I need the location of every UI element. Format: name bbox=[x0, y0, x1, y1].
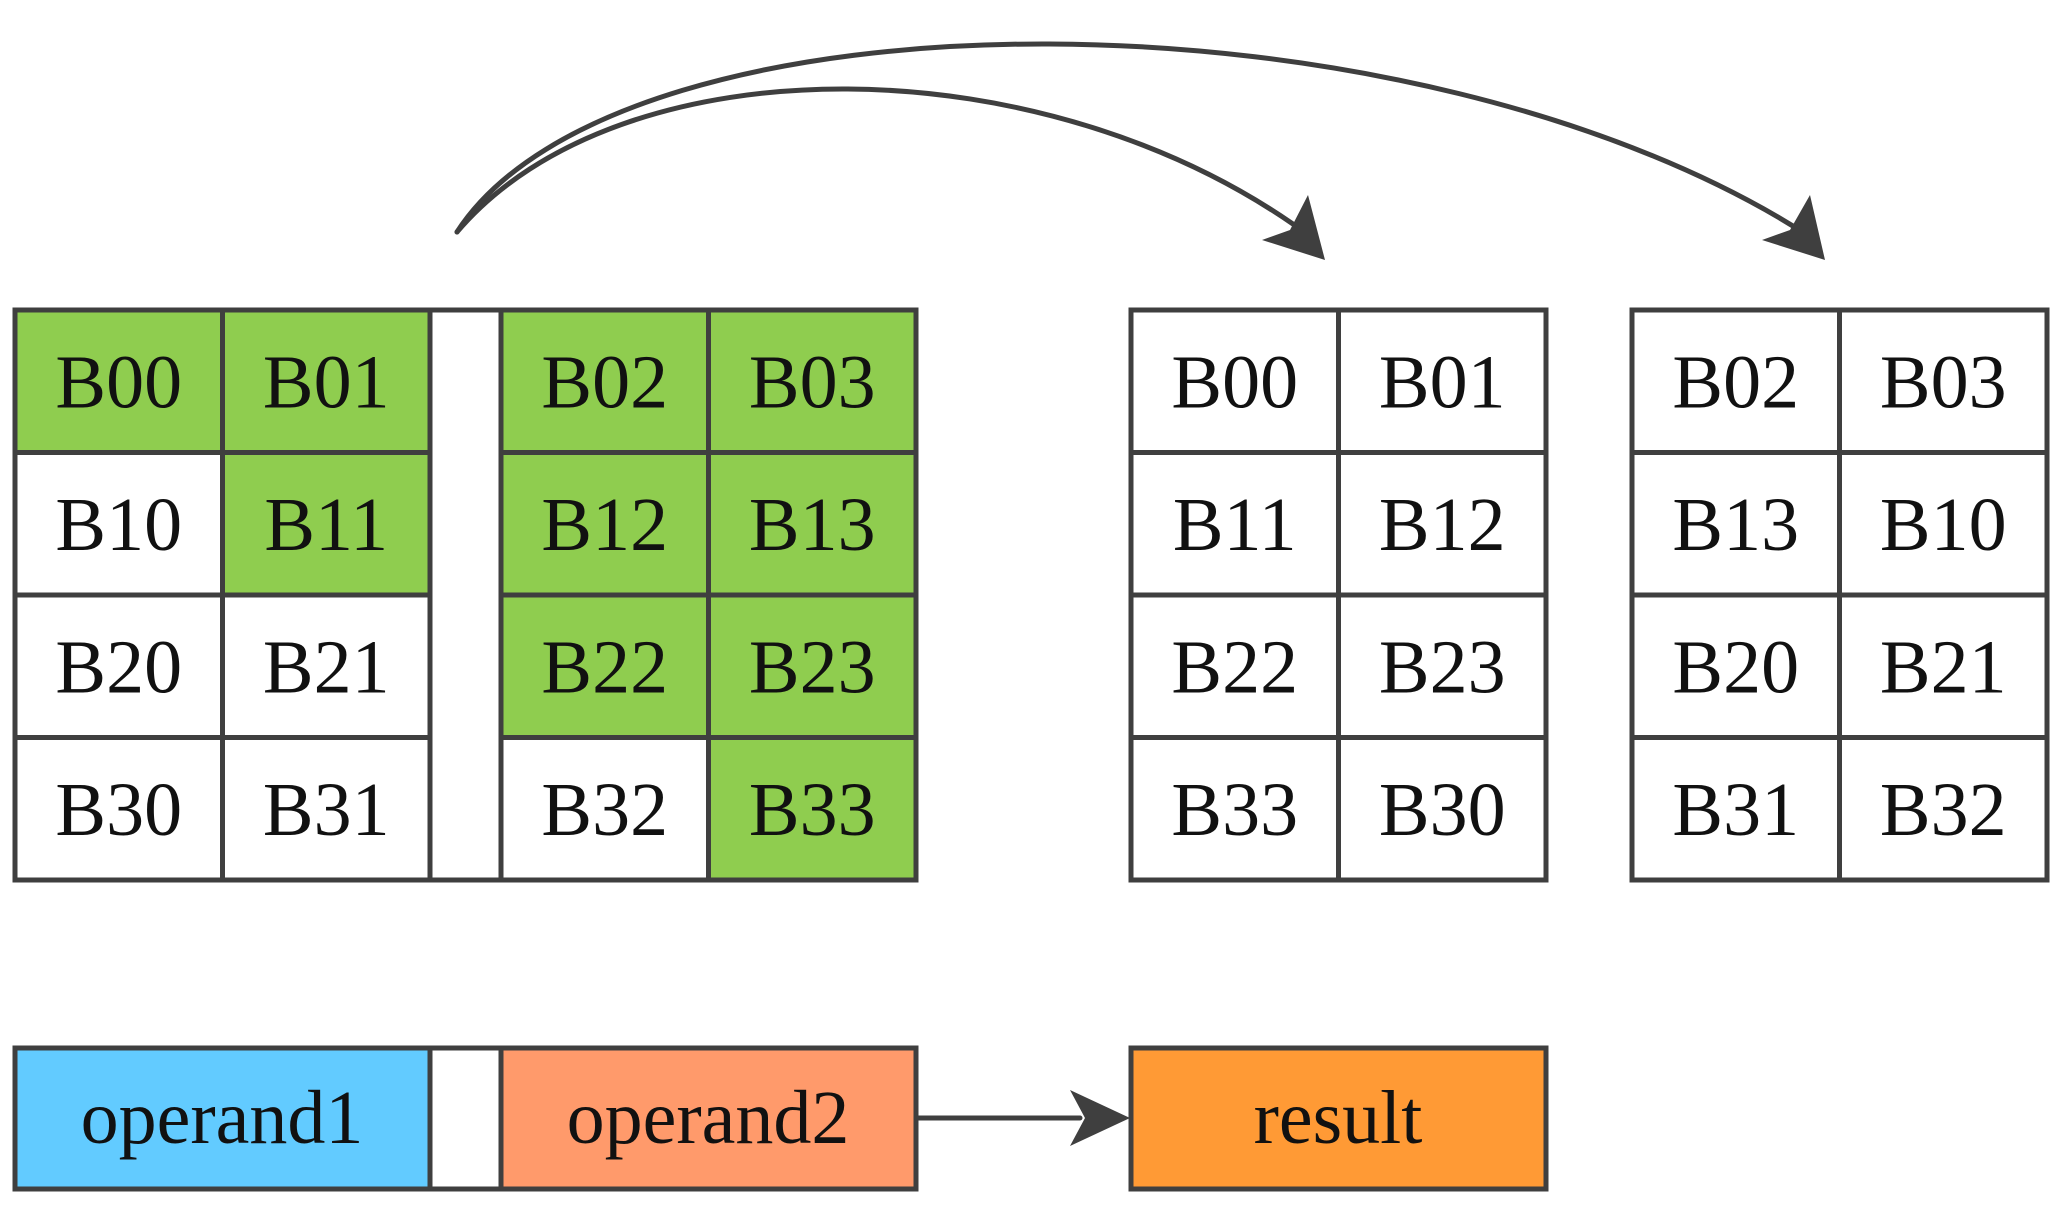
flow-arrows bbox=[454, 41, 1825, 260]
source-right-cell-label-b02: B02 bbox=[541, 340, 668, 424]
source-right-cell-label-b03: B03 bbox=[749, 340, 876, 424]
source-right-cell-b12 bbox=[498, 450, 711, 598]
result2-cell-label-b13: B13 bbox=[1672, 483, 1799, 567]
result2-cell-b03 bbox=[1837, 307, 2050, 455]
source-matrix-separator bbox=[427, 307, 504, 883]
source-left-cell-label-b31: B31 bbox=[263, 768, 390, 852]
result1-cell-label-b01: B01 bbox=[1379, 340, 1506, 424]
result1-cell-label-b22: B22 bbox=[1171, 625, 1298, 709]
result1-cell-b33 bbox=[1128, 735, 1341, 883]
source-right-cell-b13 bbox=[706, 450, 919, 598]
source-right-cell-label-b12: B12 bbox=[541, 483, 668, 567]
result1-cell-label-b33: B33 bbox=[1171, 768, 1298, 852]
source-right-cell-b23 bbox=[706, 592, 919, 740]
legend-operand1-box bbox=[12, 1045, 433, 1192]
result2-cell-label-b21: B21 bbox=[1880, 625, 2007, 709]
source-right-cell-b32 bbox=[498, 735, 711, 883]
arrow-to-result-matrix-1 bbox=[454, 86, 1318, 243]
legend: operand1 operand2 result bbox=[12, 1045, 1549, 1192]
legend-result-label: result bbox=[1254, 1076, 1423, 1160]
source-right-cell-b22 bbox=[498, 592, 711, 740]
legend-operand2-box bbox=[498, 1045, 919, 1192]
result2-cell-label-b10: B10 bbox=[1880, 483, 2007, 567]
result1-cell-label-b30: B30 bbox=[1379, 768, 1506, 852]
result2-cell-b32 bbox=[1837, 735, 2050, 883]
source-left-cell-label-b10: B10 bbox=[55, 483, 182, 567]
source-left-cell-label-b00: B00 bbox=[55, 340, 182, 424]
arrowhead-result-matrix-2 bbox=[1762, 195, 1825, 260]
result1-cell-label-b23: B23 bbox=[1379, 625, 1506, 709]
result2-cell-label-b20: B20 bbox=[1672, 625, 1799, 709]
legend-operand1-label: operand1 bbox=[81, 1076, 364, 1160]
source-right-cell-label-b23: B23 bbox=[749, 625, 876, 709]
result1-cell-label-b11: B11 bbox=[1173, 483, 1297, 567]
result2-cell-b10 bbox=[1837, 450, 2050, 598]
source-right-cell-label-b32: B32 bbox=[541, 768, 668, 852]
result2-cell-b20 bbox=[1629, 592, 1842, 740]
result1-cell-label-b12: B12 bbox=[1379, 483, 1506, 567]
source-right-cell-label-b33: B33 bbox=[749, 768, 876, 852]
source-left-cell-label-b21: B21 bbox=[263, 625, 390, 709]
result2-cell-label-b31: B31 bbox=[1672, 768, 1799, 852]
legend-result-box bbox=[1128, 1045, 1549, 1192]
result2-cell-label-b03: B03 bbox=[1880, 340, 2007, 424]
source-left-cell-label-b01: B01 bbox=[263, 340, 390, 424]
result1-cell-b01 bbox=[1336, 307, 1549, 455]
source-right-cell-b02 bbox=[498, 307, 711, 455]
source-left-cell-label-b20: B20 bbox=[55, 625, 182, 709]
legend-operand2-label: operand2 bbox=[567, 1076, 850, 1160]
result1-cell-b30 bbox=[1336, 735, 1549, 883]
source-left-cell-label-b30: B30 bbox=[55, 768, 182, 852]
result2-cell-label-b02: B02 bbox=[1672, 340, 1799, 424]
source-right-cell-b03 bbox=[706, 307, 919, 455]
result1-cell-b11 bbox=[1128, 450, 1341, 598]
legend-gap-box bbox=[427, 1045, 504, 1192]
source-right-cell-label-b13: B13 bbox=[749, 483, 876, 567]
result2-cell-b21 bbox=[1837, 592, 2050, 740]
result1-cell-label-b00: B00 bbox=[1171, 340, 1298, 424]
source-left-cell-b01 bbox=[220, 307, 433, 455]
result2-cell-b13 bbox=[1629, 450, 1842, 598]
arrow-to-result-matrix-2 bbox=[454, 41, 1818, 243]
legend-arrowhead bbox=[1070, 1090, 1130, 1146]
arrowhead-result-matrix-1 bbox=[1262, 195, 1325, 260]
source-left-cell-label-b11: B11 bbox=[264, 483, 388, 567]
source-right-cell-label-b22: B22 bbox=[541, 625, 668, 709]
result2-cell-label-b32: B32 bbox=[1880, 768, 2007, 852]
source-right-cell-b33 bbox=[706, 735, 919, 883]
